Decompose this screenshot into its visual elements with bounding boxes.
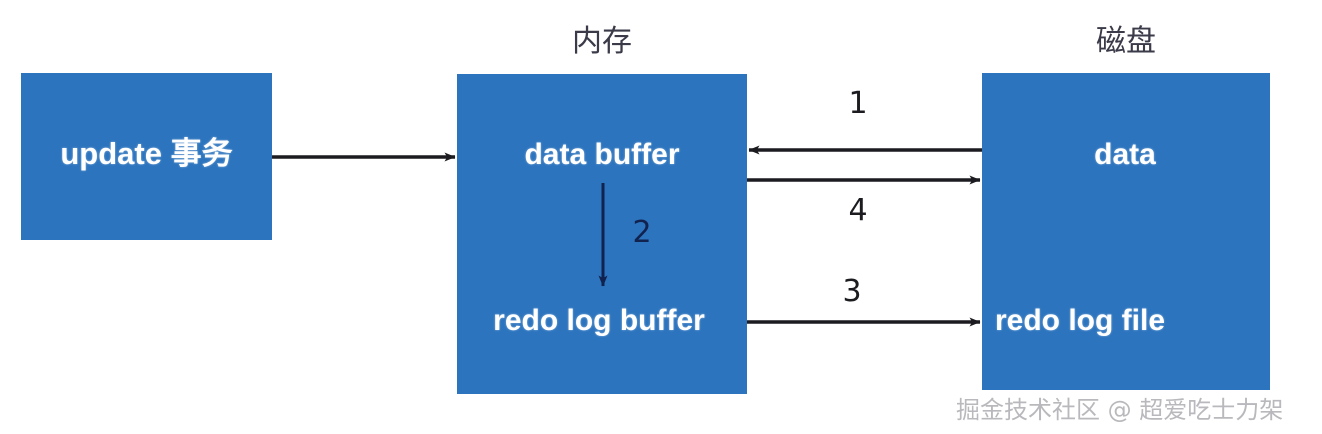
disk-section-caption: 磁盘 [1096,24,1156,59]
step-number-3: 3 [842,274,862,309]
step-number-2: 2 [632,215,652,250]
disk-data-label: data [1094,138,1156,171]
redo-log-buffer-label: redo log buffer [493,304,705,337]
step-number-1: 1 [848,86,868,121]
watermark-text: 掘金技术社区 @ 超爱吃士力架 [956,396,1284,424]
memory-section-caption: 内存 [572,24,632,59]
step-number-4: 4 [848,193,868,228]
memory-box [457,74,747,394]
redo-log-file-label: redo log file [995,304,1166,337]
update-transaction-box [21,73,272,240]
update-transaction-label: update 事务 [60,136,233,171]
data-buffer-label: data buffer [524,138,680,171]
disk-box [982,73,1270,390]
